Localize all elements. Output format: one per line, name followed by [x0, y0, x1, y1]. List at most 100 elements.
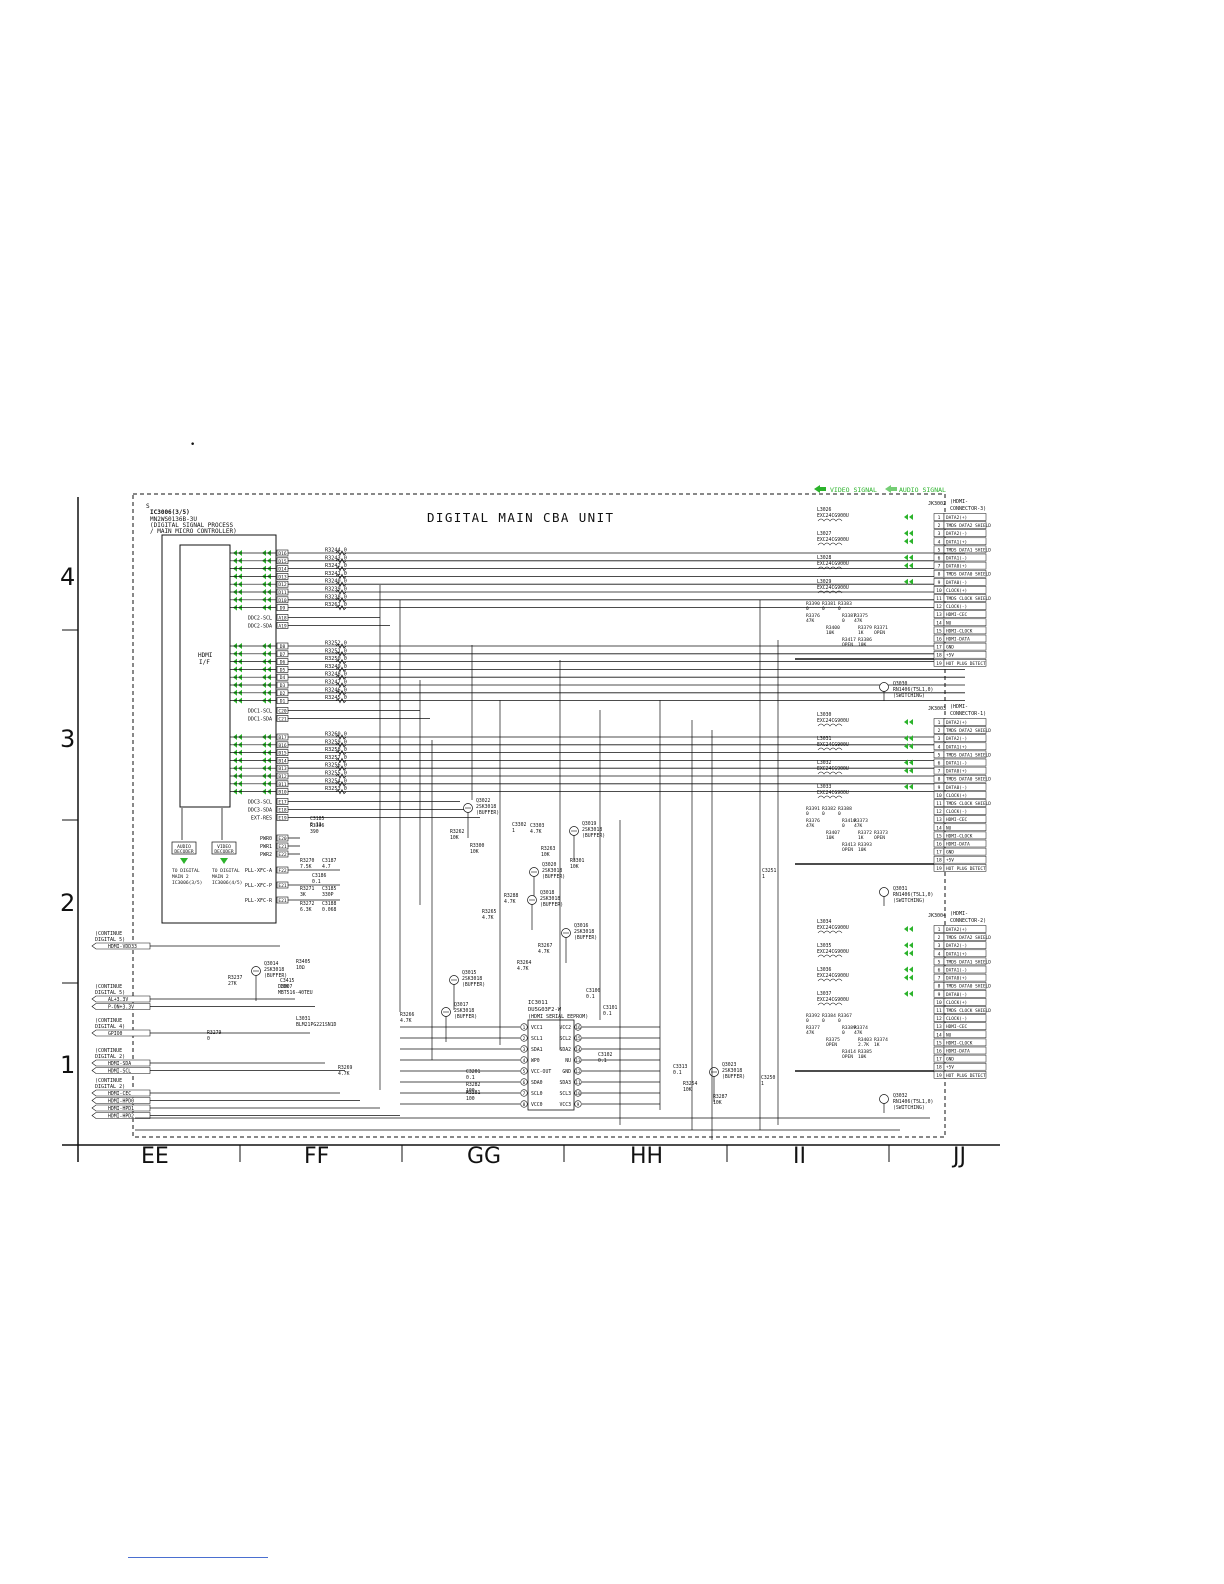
passive-value: 0	[207, 1036, 210, 1042]
choke-part: EXC24CG900U	[817, 790, 849, 796]
pin-name: DATA1(-)	[946, 556, 967, 562]
pin-name-box	[943, 1006, 987, 1014]
choke-symbol	[817, 566, 843, 570]
resistor-value: 10K	[826, 835, 835, 841]
connector-signal: AL+3.3V	[108, 997, 128, 1003]
pin-number: 16	[936, 1049, 942, 1055]
pin-number: D6	[280, 660, 286, 666]
arrow-head	[909, 950, 913, 957]
resistor-symbol	[335, 773, 347, 779]
pin-name: DATA0(+)	[946, 976, 967, 982]
pin-number: D16	[278, 551, 287, 557]
pin-name-box	[943, 933, 987, 941]
arrow-head	[909, 743, 913, 750]
passive-ref: C3415	[280, 978, 295, 984]
resistor-value: 0	[822, 606, 825, 612]
pin-name: GND	[946, 850, 954, 856]
resistor-value: 0	[838, 811, 841, 817]
arrow-head	[904, 783, 908, 790]
passive-ref: C3187	[322, 858, 337, 864]
pin-number: D11	[278, 590, 287, 596]
pin-number: 16	[936, 842, 942, 848]
passive-value: BLM21PG221SN1D	[296, 1022, 337, 1028]
pin-number: 8	[523, 1102, 526, 1108]
pin-name: HOT PLUG DETECT	[946, 1073, 986, 1079]
pin-name-box	[943, 650, 987, 659]
resistor-value: 10K	[858, 847, 867, 853]
pin-number: 3	[938, 736, 941, 742]
resistor-label: R3239 0	[325, 587, 347, 593]
resistor-label: R3261 0	[325, 602, 347, 608]
pin-number: E21	[278, 898, 287, 904]
arrow-head	[909, 966, 913, 973]
ddc-label: DDC3-SDA	[248, 807, 272, 813]
pin-number: 5	[938, 547, 941, 553]
resistor-value: OPEN	[842, 1054, 853, 1060]
pin-number: 5	[938, 959, 941, 965]
in-arrow-icon	[904, 554, 913, 561]
resistor-value: OPEN	[874, 630, 885, 636]
pin-name-box	[943, 957, 987, 966]
connector-signal: HDMI-CEC	[108, 1091, 131, 1097]
passive-ref: R3405	[296, 959, 311, 965]
pin-number: 2	[523, 1036, 526, 1042]
transistor-part: 2SK3018	[476, 804, 496, 810]
resistor-value: 0	[842, 823, 845, 829]
transistor-note: (BUFFER)	[454, 1014, 477, 1020]
pin-name: GND	[946, 1057, 954, 1063]
pin-name: TMDS DATA0 SHIELD	[946, 984, 991, 990]
decoder-box	[211, 841, 237, 855]
pin-number: 9	[577, 1102, 580, 1108]
audio-arrow-icon	[885, 485, 897, 493]
arrow-head	[904, 562, 908, 569]
resistor-label: R3248 0	[325, 672, 347, 678]
pin-number: 11	[936, 596, 942, 602]
transistor-part: 2SK3018	[542, 868, 562, 874]
pin-number: 3	[523, 1047, 526, 1053]
resistor-symbol	[335, 573, 347, 580]
pin-number: 15	[936, 628, 942, 634]
in-arrow-icon	[904, 743, 913, 750]
resistor-value: 0	[842, 1030, 845, 1036]
pin-name: TMDS CLOCK SHIELD	[946, 596, 991, 602]
resistor-ref: R3417	[842, 637, 856, 643]
choke-ref: L3032	[817, 760, 832, 766]
choke-symbol	[817, 930, 843, 934]
switch-part: RN1406(T5L1,0)	[893, 892, 933, 898]
pin-name: VCC-OUT	[531, 1069, 551, 1075]
connector-signal: P-ON+3.3V	[108, 1005, 134, 1011]
pin-number: 8	[938, 777, 941, 783]
pin-number: 9	[938, 992, 941, 998]
pin-name: SCL0	[531, 1091, 543, 1097]
decoder-dest: TO DIGITAL	[212, 868, 240, 874]
pin-number: B15	[278, 751, 287, 757]
passive-ref: C3102	[598, 1052, 613, 1058]
resistor-symbol	[335, 666, 347, 673]
resistor-symbol	[335, 765, 347, 771]
resistor-label: R3242 0	[325, 563, 347, 569]
pin-number: 2	[938, 935, 941, 941]
resistor-ref: R3376	[806, 818, 820, 824]
pin-name-box	[943, 561, 987, 570]
resistor-label: R3250 0	[325, 656, 347, 662]
arrow-head	[909, 990, 913, 997]
pin-name-box	[943, 626, 987, 635]
pin-name: VCC3	[559, 1102, 571, 1108]
passive-ref: R3263	[541, 846, 556, 852]
pin-number: 19	[936, 1073, 942, 1079]
connector-ref: JK3004	[928, 913, 946, 919]
pin-name-box	[943, 513, 987, 521]
